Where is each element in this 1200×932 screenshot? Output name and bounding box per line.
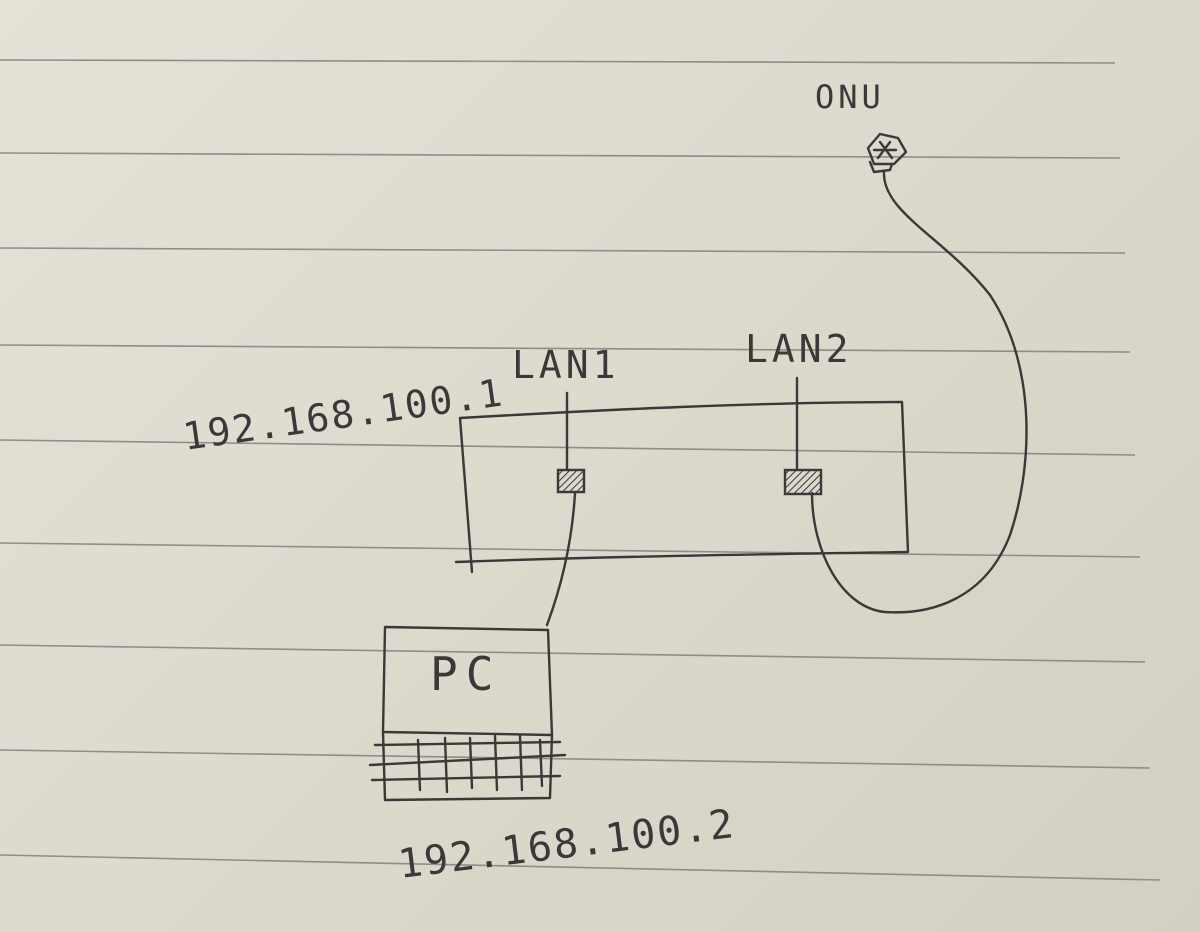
lan2-port-group: LAN2 [745, 327, 853, 496]
ruled-lines [0, 59, 1161, 881]
pc-keyboard [368, 730, 567, 802]
lan2-port-icon [783, 468, 823, 496]
router-box [454, 400, 910, 574]
lan2-label: LAN2 [745, 327, 853, 371]
lan1-port-group: LAN1 [512, 343, 620, 494]
lan1-port-icon [556, 468, 586, 494]
onu-device: ONU [815, 78, 908, 174]
lan1-to-pc-cable [545, 491, 577, 627]
lan1-label: LAN1 [512, 343, 620, 387]
pc-ip-label: 192.168.100.2 [396, 801, 738, 888]
onu-label: ONU [815, 78, 885, 116]
pc-device: PC [368, 625, 567, 802]
onu-to-lan2-cable [810, 170, 1028, 614]
onu-icon [866, 132, 908, 166]
pc-label: PC [430, 647, 501, 701]
